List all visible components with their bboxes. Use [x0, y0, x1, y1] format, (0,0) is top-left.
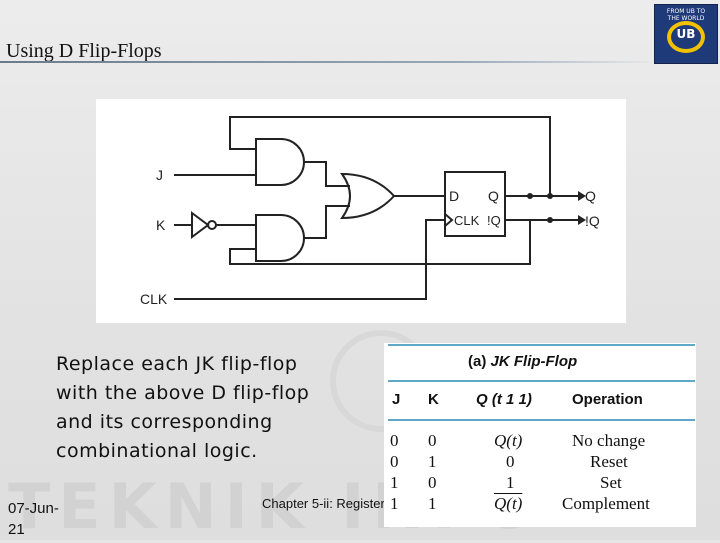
- label-clk-in: CLK: [140, 291, 168, 307]
- junction-qn: [547, 217, 553, 223]
- cell-k: 0: [428, 473, 437, 492]
- cell-k: 1: [428, 452, 437, 471]
- circuit-svg: J K CLK D Q CLK !Q Q !Q: [140, 116, 600, 307]
- inverter-icon: [191, 211, 210, 239]
- cell-operation: Set: [600, 473, 622, 492]
- label-out-qn: !Q: [585, 213, 600, 229]
- table-rule-lower: [388, 419, 695, 421]
- cell-j: 0: [390, 452, 399, 471]
- cell-q: 1: [506, 473, 515, 492]
- or-gate-icon: [340, 172, 396, 220]
- label-k: K: [156, 217, 166, 233]
- wire-q-feedback: [229, 116, 551, 196]
- label-out-q: Q: [585, 188, 596, 204]
- cell-q: Q(t): [494, 431, 523, 450]
- logo-ring: [667, 21, 705, 53]
- and-gate-upper-icon: [255, 138, 305, 186]
- header-j: J: [392, 391, 401, 408]
- wire-qn-feedback: [229, 220, 531, 265]
- table-caption-title: JK Flip-Flop: [490, 353, 578, 370]
- wire-and2-or: [304, 205, 350, 239]
- label-ff-q: Q: [488, 188, 499, 204]
- footer-chapter: Chapter 5-ii: Registers: [262, 496, 384, 511]
- junction-q: [527, 193, 533, 199]
- cell-k: 1: [428, 494, 437, 513]
- circuit-diagram: J K CLK D Q CLK !Q Q !Q: [96, 99, 626, 323]
- footer-date-line: 07-Jun-: [8, 500, 59, 517]
- footer-date-line: 21: [8, 521, 25, 538]
- label-j: J: [156, 167, 163, 183]
- header-q-next: Q (t 1 1): [476, 391, 532, 408]
- and-gate-lower-icon: [255, 214, 305, 262]
- title-underline: [0, 61, 660, 63]
- cell-operation: No change: [572, 431, 646, 450]
- instruction-text: Replace each JK flip-flop with the above…: [56, 350, 376, 466]
- footer-date: 07-Jun- 21: [8, 498, 70, 540]
- instruction-line: combinational logic.: [56, 440, 258, 462]
- table-row: 0 0 Q(t) No change: [384, 431, 696, 452]
- arrow-qn-icon: [578, 215, 586, 225]
- wire-and1-or: [304, 161, 350, 187]
- cell-q: Q(t): [494, 494, 523, 513]
- logo-top-text: FROM UB TO THE WORLD: [666, 8, 706, 22]
- header-k: K: [428, 391, 439, 408]
- cell-operation: Complement: [562, 494, 650, 513]
- jk-truth-table: (a) JK Flip-Flop J K Q (t 1 1) Operation…: [384, 343, 696, 527]
- arrow-q-icon: [578, 191, 586, 201]
- table-caption: (a) JK Flip-Flop: [468, 353, 577, 370]
- slide-title: Using D Flip-Flops: [6, 40, 162, 62]
- logo-mark: UB: [676, 27, 696, 41]
- table-caption-prefix: (a): [468, 353, 487, 370]
- label-ff-clk: CLK: [454, 213, 480, 228]
- table-row: 1 0 1 Set: [384, 473, 696, 494]
- cell-operation: Reset: [590, 452, 628, 471]
- wire-clk: [174, 219, 445, 300]
- instruction-line: and its corresponding: [56, 411, 273, 433]
- cell-k: 0: [428, 431, 437, 450]
- cell-j: 1: [390, 494, 399, 513]
- instruction-line: Replace each JK flip-flop: [56, 353, 298, 375]
- label-ff-qn: !Q: [487, 213, 501, 228]
- d-flip-flop-box: [444, 171, 506, 237]
- junction-q2: [547, 193, 553, 199]
- cell-j: 0: [390, 431, 399, 450]
- label-ff-d: D: [449, 188, 459, 204]
- header-operation: Operation: [572, 391, 643, 408]
- clock-triangle-icon: [444, 213, 454, 227]
- cell-q: 0: [506, 452, 515, 471]
- title-bar: Using D Flip-Flops FROM UB TO THE WORLD …: [0, 0, 720, 64]
- table-row: 0 1 0 Reset: [384, 452, 696, 473]
- instruction-line: with the above D flip-flop: [56, 382, 310, 404]
- table-top-rule: [388, 344, 695, 346]
- table-row: 1 1 Q(t) Complement: [384, 494, 696, 515]
- university-logo: FROM UB TO THE WORLD UB: [654, 4, 718, 64]
- table-rule-upper: [388, 380, 695, 382]
- cell-j: 1: [390, 473, 399, 492]
